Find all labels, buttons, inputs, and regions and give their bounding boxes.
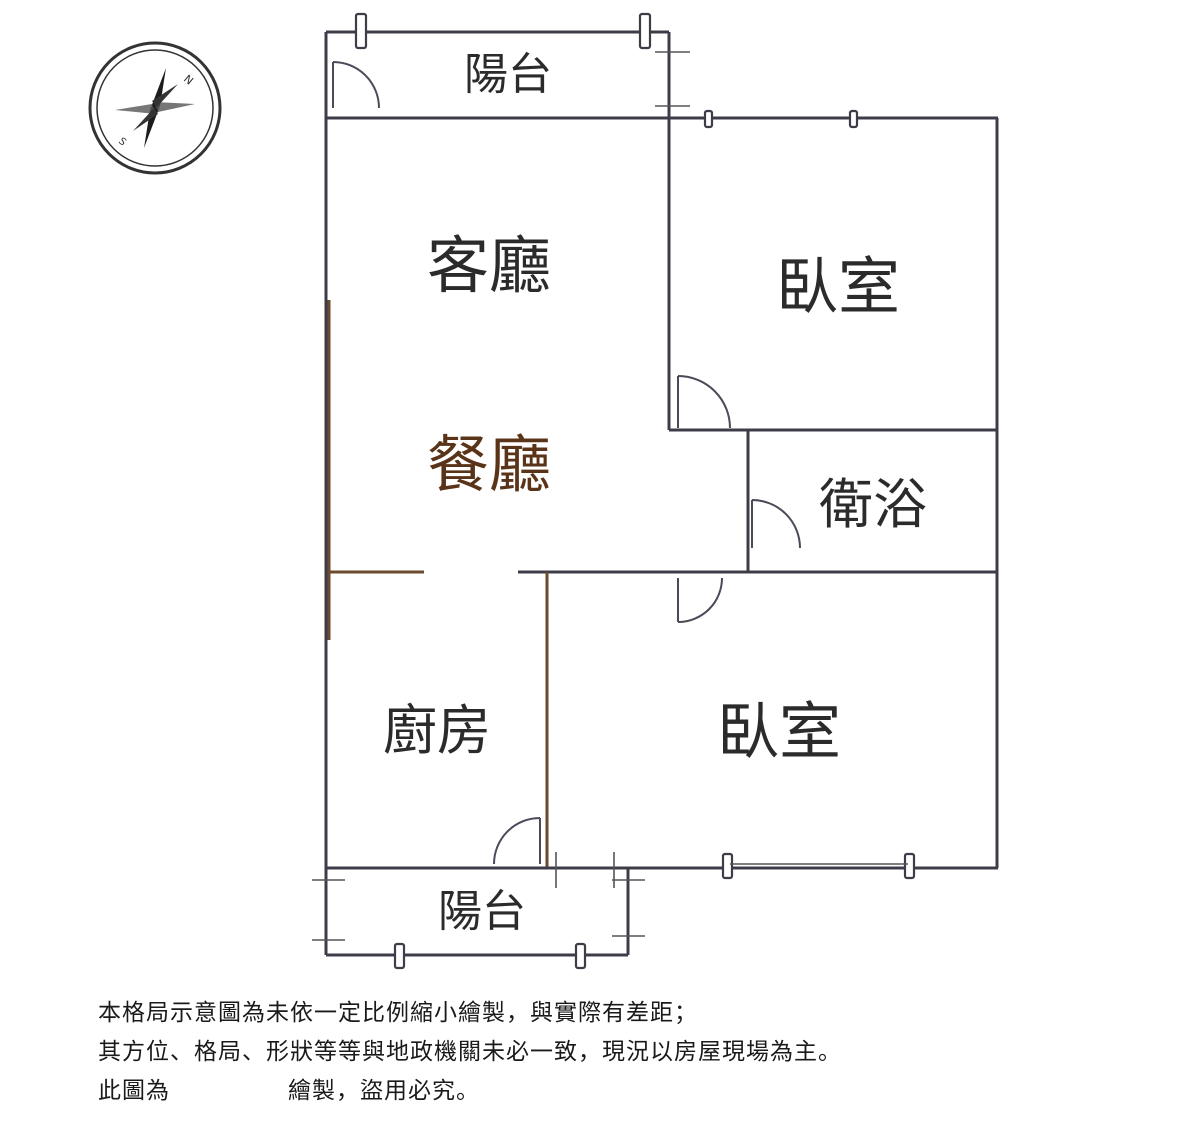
disclaimer-line-1: 本格局示意圖為未依一定比例縮小繪製，與實際有差距； <box>98 1000 698 1026</box>
compass-icon: N S <box>88 41 222 175</box>
window-markers <box>312 12 916 970</box>
room-bath: 衛浴 <box>819 473 927 536</box>
room-balcony-top: 陽台 <box>464 49 552 100</box>
room-kitchen: 廚房 <box>383 699 491 762</box>
disclaimer-line-3: 此圖為 繪製，盜用必究。 <box>98 1072 1158 1111</box>
room-living: 客廳 <box>427 229 551 302</box>
compass-north-letter: N <box>181 72 196 87</box>
room-bedroom-top: 臥室 <box>776 250 900 323</box>
disclaimer-line-3-prefix: 此圖為 <box>98 1078 170 1104</box>
door-swings <box>332 61 801 865</box>
floor-plan: N S <box>88 12 999 970</box>
disclaimer: 本格局示意圖為未依一定比例縮小繪製，與實際有差距； 其方位、格局、形狀等等與地政… <box>98 994 1158 1111</box>
room-bedroom-bottom: 臥室 <box>717 695 841 768</box>
disclaimer-line-3-suffix: 繪製，盜用必究。 <box>288 1078 480 1104</box>
room-dining: 餐廳 <box>427 428 551 501</box>
compass-south-letter: S <box>116 136 128 149</box>
disclaimer-line-2: 其方位、格局、形狀等等與地政機關未必一致，現況以房屋現場為主。 <box>98 1039 842 1065</box>
room-balcony-bottom: 陽台 <box>438 886 526 937</box>
